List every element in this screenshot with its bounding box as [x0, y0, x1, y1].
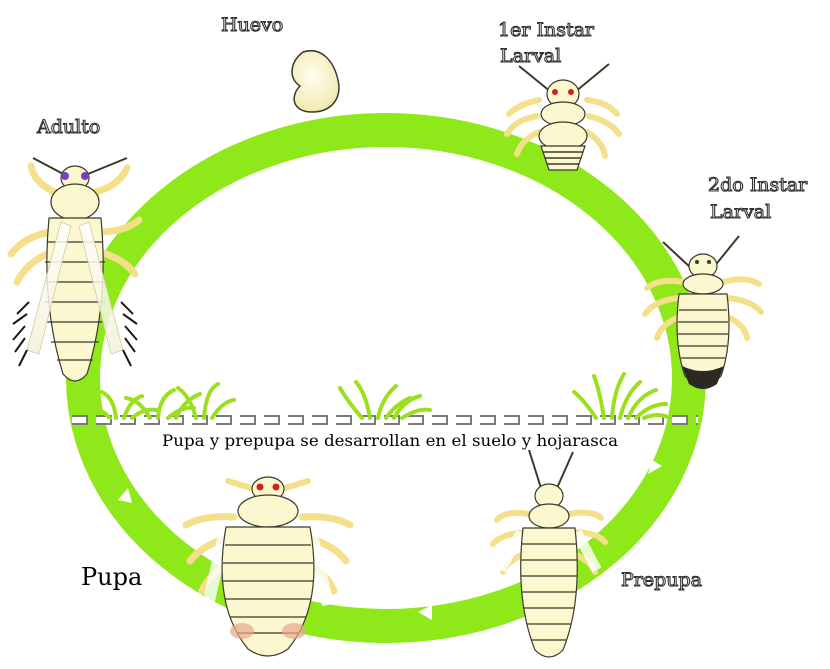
- stage-label-prepupa: Prepupa: [621, 569, 702, 591]
- grass-tuft: [574, 374, 670, 418]
- stage-label-first-instar-line1: 1er Instar: [498, 19, 595, 41]
- stage-label-adult: Adulto: [36, 116, 100, 138]
- grass-tufts: [88, 374, 670, 418]
- soil-caption: Pupa y prepupa se desarrollan en el suel…: [162, 431, 618, 450]
- stage-label-egg: Huevo: [221, 14, 283, 36]
- arrow-icon: [437, 76, 450, 92]
- stage-label-pupa: Pupa: [81, 563, 142, 591]
- prepupa-illustration: [493, 450, 605, 657]
- stage-label-second-instar-line1: 2do Instar: [708, 174, 808, 196]
- arrow-icon: [638, 197, 652, 212]
- stage-label-second-instar-line2: Larval: [710, 201, 771, 223]
- grass-tuft: [340, 382, 430, 418]
- life-cycle-ring: [83, 130, 689, 626]
- stage-label-first-instar-line2: Larval: [500, 45, 561, 67]
- arrow-icon: [185, 128, 198, 142]
- egg-illustration: [292, 51, 339, 112]
